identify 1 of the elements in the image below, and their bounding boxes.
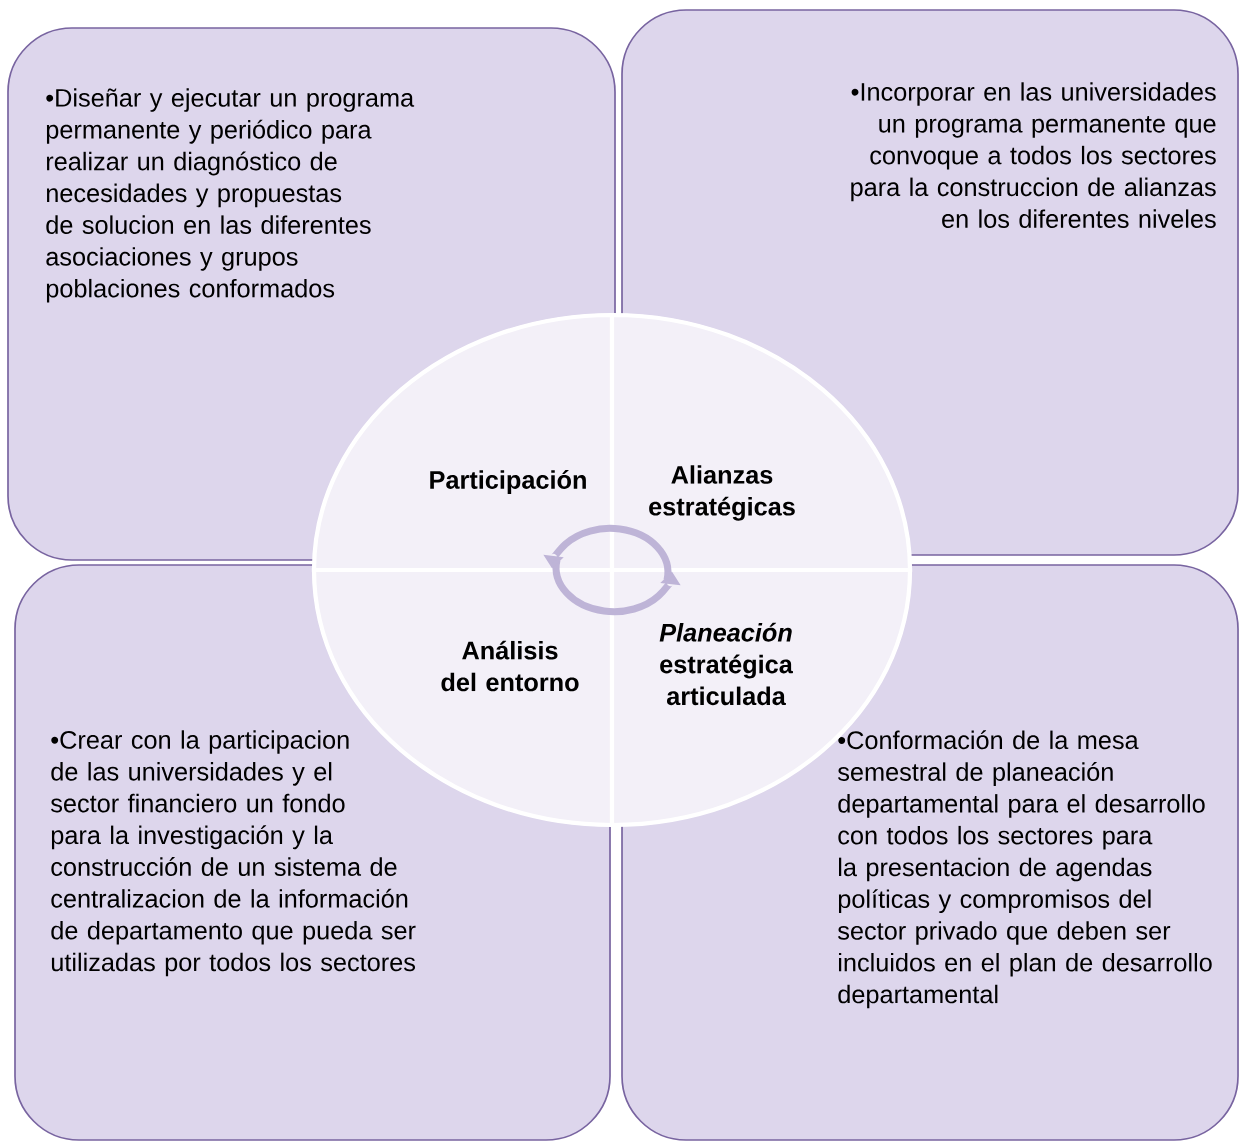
quadrant-segment: Participación <box>311 312 615 573</box>
